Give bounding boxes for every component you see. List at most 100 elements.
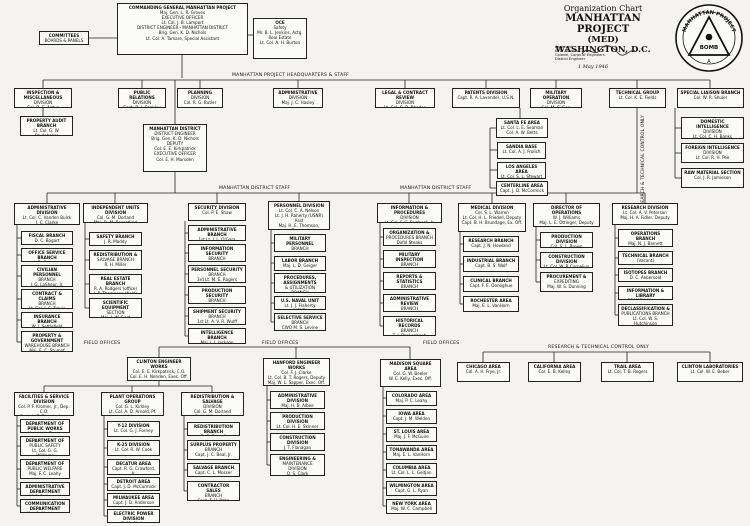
org-box-line: Capt. F. H. Pahn — [197, 498, 230, 501]
org-box-title: PRODUCTION DIVISION — [551, 234, 582, 245]
org-box-title: RESEARCH BRANCH — [468, 238, 514, 243]
org-box-technical-branch: TECHNICAL BRANCH(Vacant) — [618, 251, 673, 265]
org-box-line: Col. M. C. Gee — [541, 105, 571, 108]
org-box-line: Maj. W. C. Campbell — [391, 506, 432, 512]
org-box-line: 1st Lt. A. L. Rydzewski — [191, 261, 243, 262]
org-box-title: SAFETY BRANCH — [96, 234, 135, 239]
org-box-line: Lt. Col. C. H. Banks — [692, 134, 733, 139]
org-box-title: ISOTOPES BRANCH — [623, 270, 668, 275]
org-box-title: SPECIAL LIAISON BRANCH — [680, 90, 741, 95]
org-box-title: SANTA FE AREA — [504, 120, 540, 125]
org-box-line: 1st Lt. A. V. R. Wulff — [196, 319, 238, 325]
org-box-line: Capt. C. L. Mosser — [194, 470, 233, 476]
org-box-title: MILITARY OPERATION — [542, 90, 570, 101]
org-box-line: Lt. Col. T. B. Rogers — [607, 369, 648, 375]
org-box-title: PROPERTY & GOVERNMENT — [30, 333, 64, 344]
org-box-line: Col. E. E. Kirkpatrick — [154, 146, 196, 152]
org-box-line: Lt. Col. R. H. Pee — [695, 155, 730, 161]
org-box-title: WILMINGTON AREA — [389, 483, 434, 488]
org-box-line: Maj. J. J. Jackson — [200, 340, 234, 344]
org-box-title: PERSONNEL DIVISION — [273, 203, 325, 208]
org-box-line: Capt. J. D. McCormick — [111, 484, 156, 490]
org-box-line: WAREHOUSE BRANCH — [24, 343, 70, 349]
org-box-title: CLINTON ENGINEER WORKS — [136, 359, 182, 370]
org-box-line: J. R. Maddy — [104, 239, 127, 245]
org-box-line: W. E. Kelly, Exec. Off. — [388, 376, 433, 382]
org-box-title: DEPARTMENT OF — [25, 438, 65, 443]
org-box-line: Lt. Col. C. A. Nelson — [278, 208, 320, 214]
org-box-line: Lt. Col. J. B. Lamport — [161, 20, 204, 26]
org-box-line: Maj. N. J. Barnett — [628, 241, 663, 247]
org-box-line: 3rd Lt. M. E. Rogers — [196, 277, 238, 283]
org-box-line: Maj. P. C. Leahy — [395, 398, 428, 404]
org-box-line: BRANCH — [400, 284, 419, 290]
org-box-line: BRANCH — [208, 272, 226, 278]
org-box-title: K-25 DIVISION — [117, 442, 150, 447]
org-box-line: DIVISION — [703, 150, 722, 156]
org-box-line: J. P. Thompson (field) — [94, 291, 137, 294]
org-box-title: NEW YORK AREA — [392, 501, 431, 506]
org-box-title: DEPARTMENT OF — [25, 461, 65, 466]
org-box-title: MILWAUKEE AREA — [112, 495, 155, 500]
org-box-title: CALIFORNIA AREA — [533, 364, 576, 369]
org-box-line: DEPUTY — [166, 141, 184, 147]
org-box-line: Lt. Col. C. B. Rhodes — [384, 105, 426, 108]
org-box-title: DECATUR AREA — [115, 461, 152, 466]
org-box-line: Lt. Col. K. E. Fields — [618, 95, 657, 101]
org-box-title: FISCAL BRANCH — [28, 233, 66, 238]
org-box-title: CLINTON LABORATORIES — [681, 364, 739, 369]
org-box-line: CWO M. S. Levine — [281, 325, 319, 331]
org-box-line: Capt. B. S. Wolf — [475, 263, 507, 269]
org-box-line: Brig. Gen. K. D. Nichols — [158, 30, 207, 36]
org-box-line: Col. E. B. Kelley — [538, 369, 571, 375]
org-box-title: COMMUNICATION DEPARTMENT — [25, 501, 65, 512]
org-box-line: Maj. H. E. Thomson, Deputy — [278, 223, 320, 229]
org-box-title: INFORMATION & PROCEDURES — [390, 205, 429, 216]
approval-block: Approved K. D. Nichols Colonel, Corps of… — [555, 45, 605, 61]
org-box-line: BRANCH — [208, 314, 226, 320]
org-box-line: DISTRICT ENGINEER — [154, 131, 196, 137]
org-box-line: Maj. F. C. Leahy — [29, 471, 61, 477]
org-box-title: LABOR BRANCH — [281, 258, 319, 263]
org-box-line: Lt. Col. A. D. Arnold, Pf. Liaison — [108, 409, 157, 415]
org-box-title: ADMINISTRATIVE REVIEW — [389, 296, 430, 307]
org-box-title: SCIENTIFIC EQUIPMENT — [101, 300, 130, 311]
org-box-line: Maj. D. M. Rosenfield — [94, 220, 137, 223]
seal-text-mid: BOMB — [700, 45, 719, 51]
org-box-title: PUBLIC RELATIONS — [129, 90, 155, 101]
org-box-title: INFORMATION & LIBRARY — [626, 288, 665, 299]
org-box-title: INTELLIGENCE BRANCH — [200, 330, 234, 341]
org-box-title: DECLASSIFICATION & — [621, 306, 670, 311]
org-box-line: J. G. LaSheur, Jr. — [30, 282, 64, 287]
org-box-communication-dept: COMMUNICATION DEPARTMENTMaj. S. M. Johns… — [20, 499, 70, 513]
org-box-line: Maj. Gen. L. R. Groves — [159, 10, 206, 16]
org-box-title: TECHNICAL BRANCH — [622, 253, 669, 258]
district-staff-label-right: MANHATTAN DISTRICT STAFF — [400, 186, 472, 191]
org-box-line: Col. R. G. Butler — [183, 100, 217, 106]
org-box-line: DIVISION — [203, 404, 222, 410]
